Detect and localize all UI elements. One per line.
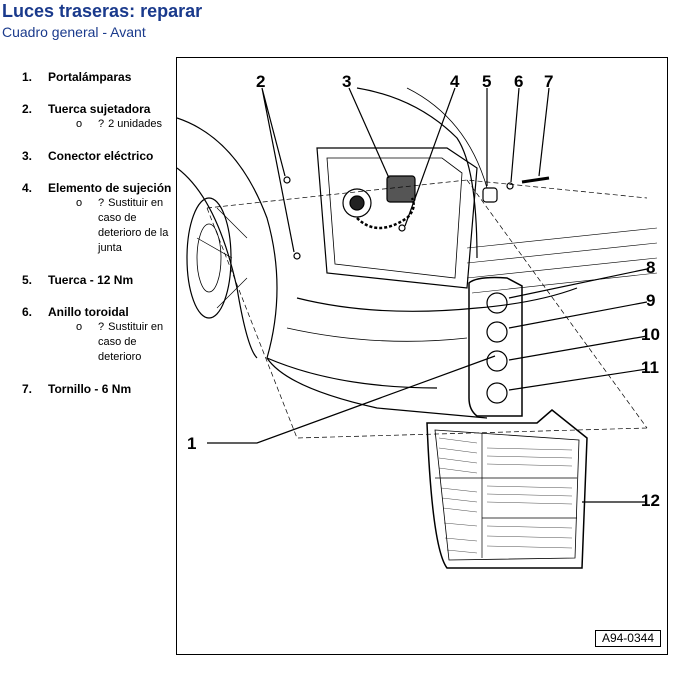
bullet-marker: o <box>76 197 83 209</box>
part-item-4: 4. Elemento de sujeción o ?Sustituir en … <box>22 181 172 256</box>
part-item-2: 2. Tuerca sujetadora o ?2 unidades <box>22 102 172 132</box>
part-note-text: Sustituir en caso de deterioro <box>98 321 164 363</box>
tail-light-illustration <box>177 87 658 569</box>
callout-4: 4 <box>450 72 460 91</box>
callout-6: 6 <box>514 72 524 91</box>
part-number: 6. <box>22 305 33 319</box>
part-label: Portalámparas <box>48 70 132 84</box>
part-note-text: 2 unidades <box>108 118 162 130</box>
parts-list: 1. Portalámparas 2. Tuerca sujetadora o … <box>22 70 172 414</box>
page-title: Luces traseras: reparar <box>2 1 203 21</box>
part-number: 3. <box>22 149 33 163</box>
callout-8: 8 <box>646 258 656 277</box>
part-item-6: 6. Anillo toroidal o ?Sustituir en caso … <box>22 305 172 365</box>
part-note: o ?2 unidades <box>48 117 182 132</box>
part-note: o ?Sustituir en caso de deterioro <box>48 320 182 365</box>
part-label: Tuerca - 12 Nm <box>48 273 134 287</box>
part-number: 5. <box>22 273 33 287</box>
part-label: Conector eléctrico <box>48 149 154 163</box>
part-number: 7. <box>22 382 33 396</box>
part-item-1: 1. Portalámparas <box>22 70 172 85</box>
exploded-view-figure: 1 2 3 4 5 6 7 8 9 10 11 12 A94-0344 <box>176 57 668 655</box>
part-note-text: Sustituir en caso de deterioro de la jun… <box>98 197 169 254</box>
page-subtitle: Cuadro general - Avant <box>2 24 146 40</box>
callout-10: 10 <box>641 325 660 344</box>
callout-3: 3 <box>342 72 352 91</box>
bullet-marker: o <box>76 118 83 130</box>
callout-9: 9 <box>646 291 656 310</box>
bullet-marker: o <box>76 321 83 333</box>
callout-2: 2 <box>256 72 266 91</box>
part-item-7: 7. Tornillo - 6 Nm <box>22 382 172 397</box>
part-number: 2. <box>22 102 33 116</box>
callout-11: 11 <box>641 358 659 377</box>
callout-5: 5 <box>482 72 492 91</box>
part-note: o ?Sustituir en caso de deterioro de la … <box>48 196 182 256</box>
part-item-3: 3. Conector eléctrico <box>22 149 172 164</box>
part-item-5: 5. Tuerca - 12 Nm <box>22 273 172 288</box>
part-number: 4. <box>22 181 33 195</box>
part-number: 1. <box>22 70 33 84</box>
note-marker: ? <box>98 118 105 130</box>
callout-7: 7 <box>544 72 554 91</box>
part-label: Tuerca sujetadora <box>48 102 151 116</box>
figure-code: A94-0344 <box>594 630 661 647</box>
part-label: Anillo toroidal <box>48 305 129 319</box>
callout-12: 12 <box>641 491 660 510</box>
note-marker: ? <box>98 321 105 333</box>
part-label: Elemento de sujeción <box>48 181 172 195</box>
note-marker: ? <box>98 197 105 209</box>
callout-1: 1 <box>187 434 197 453</box>
part-label: Tornillo - 6 Nm <box>48 382 132 396</box>
